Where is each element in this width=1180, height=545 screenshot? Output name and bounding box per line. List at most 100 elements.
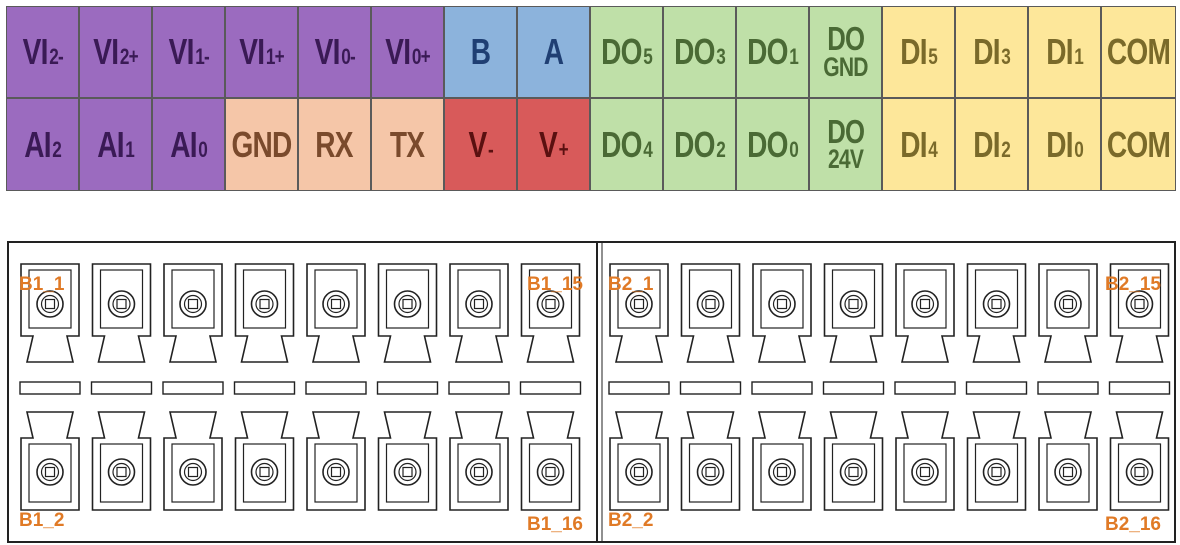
terminal-body: [680, 411, 741, 511]
terminal-slot: [903, 269, 947, 329]
pin-label-wrap: VI0+: [385, 31, 430, 73]
terminal-top-b2-4: [823, 263, 884, 363]
terminal-separator: [751, 381, 813, 395]
terminal-slot: [974, 269, 1019, 329]
pin-cell-r2-c5: RX: [298, 98, 371, 191]
pin-sublabel: 0: [789, 136, 799, 162]
pin-cell-r1-c16: COM: [1101, 6, 1176, 98]
pin-sublabel: 2: [52, 136, 62, 162]
terminal-separator: [305, 381, 367, 395]
screw-icon: [768, 290, 796, 318]
screw-inner-ring: [629, 294, 649, 314]
pin-label: DO: [674, 31, 715, 72]
terminal-slot: [99, 443, 144, 503]
screw-head-square: [1062, 298, 1074, 310]
screw-inner-ring: [629, 462, 649, 482]
terminal-slot: [314, 269, 358, 329]
pin-label: AI: [24, 123, 51, 165]
pin-label: RX: [315, 123, 354, 165]
pin-cell-r1-c8: A: [517, 6, 590, 98]
screw-inner-ring: [255, 462, 274, 482]
screw-icon: [1054, 290, 1082, 318]
screw-icon: [982, 290, 1011, 318]
terminal-body: [520, 411, 581, 511]
pin-label: DO: [826, 112, 865, 150]
screw-head-square: [116, 466, 127, 478]
pin-label: DI: [1046, 123, 1073, 165]
terminal-body: [966, 411, 1027, 511]
pin-label: VI: [239, 31, 265, 72]
terminal-slot: [528, 269, 573, 329]
screw-head-square: [991, 466, 1002, 478]
terminal-slot: [242, 269, 287, 329]
pin-sublabel: 4: [643, 136, 653, 162]
pin-label-wrap: VI2-: [22, 31, 63, 73]
pin-cell-r1-c11: DO1: [736, 6, 809, 98]
terminal-slot: [528, 443, 573, 503]
terminal-body: [234, 263, 295, 363]
terminal-slot: [171, 443, 215, 503]
screw-icon: [179, 290, 207, 318]
pin-label-wrap: DO1: [747, 31, 799, 73]
pin-sublabel: 4: [928, 136, 938, 162]
pin-label-wrap: B: [471, 31, 491, 73]
pin-label-wrap: DI2: [973, 124, 1011, 166]
screw-inner-ring: [469, 462, 489, 482]
pin-label-wrap: VI2+: [93, 31, 138, 73]
terminal-bottom-b1-5: [306, 411, 366, 511]
terminal-body: [306, 411, 366, 511]
pin-sublabel: 1-: [194, 44, 209, 69]
screw-icon: [696, 290, 725, 318]
pin-label-wrap: VI0-: [314, 31, 355, 73]
screw-inner-ring: [844, 462, 863, 482]
screw-head-square: [848, 298, 859, 310]
screw-head-square: [633, 466, 645, 478]
pin-cell-r1-c14: DI3: [955, 6, 1028, 98]
pin-label-wrap: DI0: [1046, 123, 1084, 166]
terminal-slot: [760, 269, 804, 329]
terminal-body: [609, 411, 669, 511]
pin-sublabel: 1: [789, 44, 799, 69]
screw-inner-ring: [1130, 462, 1149, 482]
screw-icon: [982, 458, 1011, 486]
screw-inner-ring: [183, 294, 203, 314]
terminal-body: [520, 263, 581, 363]
screw-icon: [768, 458, 796, 486]
terminal-body: [1038, 263, 1098, 363]
terminal-slot: [688, 443, 733, 503]
pin-cell-r2-c3: AI0: [152, 98, 225, 191]
pin-label-wrap: RX: [315, 123, 354, 166]
pin-label: AI: [97, 123, 124, 165]
terminal-bottom-b2-1: [609, 411, 669, 511]
screw-inner-ring: [326, 294, 346, 314]
pin-cell-r1-c3: VI1-: [152, 6, 225, 98]
pin-label-wrap: V+: [539, 124, 569, 166]
screw-inner-ring: [40, 462, 60, 482]
terminal-bottom-b2-5: [895, 411, 955, 511]
screw-head-square: [187, 298, 199, 310]
terminal-position-label: B2_1: [608, 274, 654, 295]
terminal-slot: [974, 443, 1019, 503]
terminal-top-b2-5: [895, 263, 955, 363]
terminal-body: [449, 263, 509, 363]
terminal-top-b2-1: [609, 263, 669, 363]
pin-cell-r1-c15: DI1: [1028, 6, 1101, 98]
terminal-top-b2-6: [966, 263, 1027, 363]
terminal-separator: [162, 381, 224, 395]
screw-head-square: [116, 298, 127, 310]
pin-cell-r1-c1: VI2-: [6, 6, 79, 98]
terminal-slot: [242, 443, 287, 503]
terminal-body: [1109, 411, 1170, 511]
pin-cell-r2-c8: V+: [517, 98, 590, 191]
screw-icon: [465, 458, 493, 486]
pin-label: DI: [1046, 31, 1073, 72]
terminal-top-b2-3: [752, 263, 812, 363]
terminal-slot: [903, 443, 947, 503]
terminal-position-label: B1_16: [527, 514, 583, 535]
terminal-slot: [1046, 443, 1090, 503]
terminal-bottom-b1-7: [449, 411, 509, 511]
terminal-body: [377, 263, 438, 363]
terminal-top-b1-4: [234, 263, 295, 363]
pin-cell-r1-c6: VI0+: [371, 6, 444, 98]
